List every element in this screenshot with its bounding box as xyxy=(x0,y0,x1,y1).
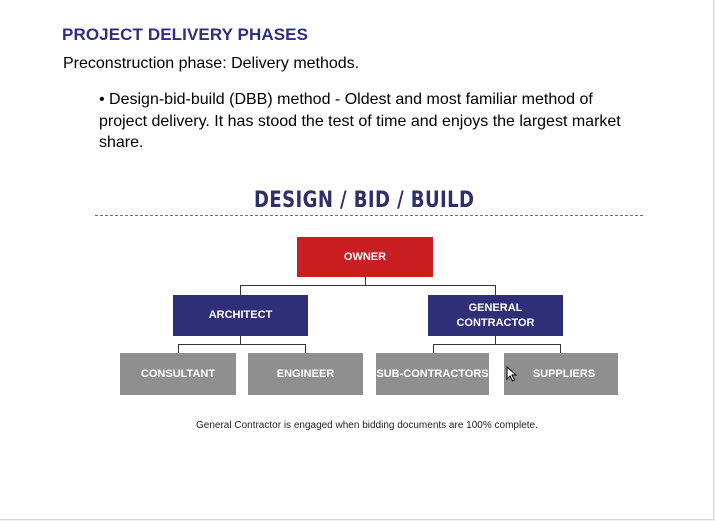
suppliers-box: SUPPLIERS xyxy=(504,353,618,395)
connector-owner-down xyxy=(365,277,366,285)
connector-gc-horizontal xyxy=(433,344,561,345)
architect-box: ARCHITECT xyxy=(173,295,308,336)
subcontractors-box: SUB-CONTRACTORS xyxy=(376,353,489,395)
general-contractor-box: GENERAL CONTRACTOR xyxy=(428,295,563,336)
connector-architect-up xyxy=(240,285,241,295)
connector-consultant-up xyxy=(178,344,179,353)
slide-title: PROJECT DELIVERY PHASES xyxy=(62,25,309,44)
dashed-divider xyxy=(95,215,643,216)
diagram-title: DESIGN / BID / BUILD xyxy=(254,188,475,213)
engineer-box: ENGINEER xyxy=(248,353,363,395)
connector-architect-down xyxy=(240,336,241,344)
connector-engineer-up xyxy=(305,344,306,353)
owner-box: OWNER xyxy=(297,237,433,277)
bullet-text: • Design-bid-build (DBB) method - Oldest… xyxy=(99,91,621,151)
mouse-pointer-icon xyxy=(506,366,518,382)
connector-level1-horizontal xyxy=(240,285,496,286)
connector-subcontractors-up xyxy=(433,344,434,353)
diagram-caption: General Contractor is engaged when biddi… xyxy=(196,420,538,431)
slide-subtitle: Preconstruction phase: Delivery methods. xyxy=(63,55,360,72)
connector-gc-up xyxy=(495,285,496,295)
connector-suppliers-up xyxy=(560,344,561,353)
connector-gc-down xyxy=(495,336,496,344)
connector-architect-horizontal xyxy=(178,344,306,345)
consultant-box: CONSULTANT xyxy=(120,353,236,395)
